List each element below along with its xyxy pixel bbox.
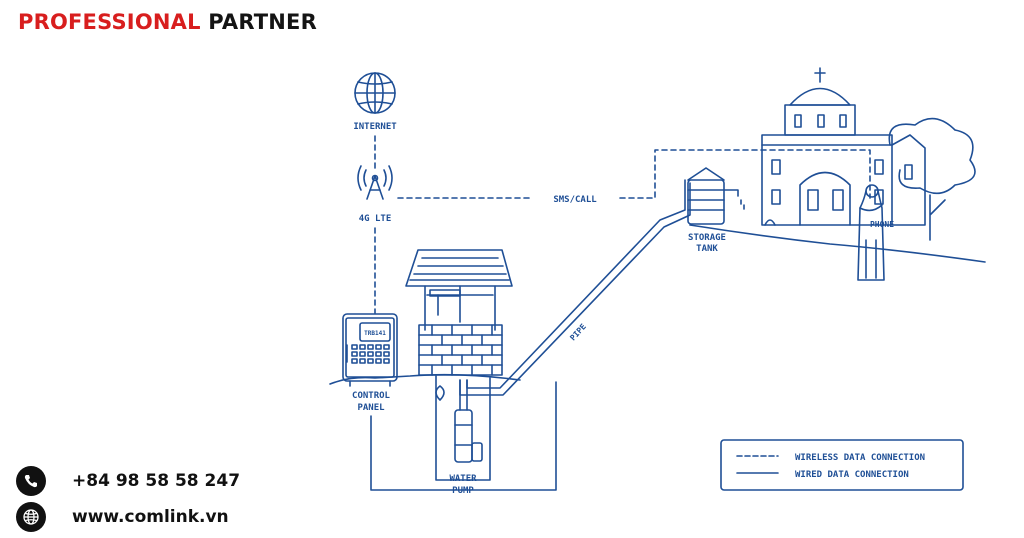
lte-tower-icon <box>357 165 393 200</box>
contact-website-row: www.comlink.vn <box>16 502 229 532</box>
pipe-label: PIPE <box>568 322 588 342</box>
internet-globe-icon <box>354 72 396 114</box>
well-icon <box>405 249 513 376</box>
contact-website-link[interactable]: www.comlink.vn <box>72 507 229 527</box>
ground-line <box>329 373 521 385</box>
legend-wired-label: WIRED DATA CONNECTION <box>795 470 909 480</box>
legend-box <box>720 439 964 491</box>
contact-phone-number[interactable]: +84 98 58 58 247 <box>72 471 241 491</box>
sms-call-label: SMS/CALL <box>553 195 597 205</box>
contact-phone-row: +84 98 58 58 247 <box>16 466 240 496</box>
wired-link-panel-pump <box>370 381 557 491</box>
wireless-link-sms-call <box>397 149 871 199</box>
control-panel-label-2: PANEL <box>357 403 385 413</box>
brand-title: PROFESSIONAL PARTNER <box>18 10 317 34</box>
device-label: TRB141 <box>364 330 386 337</box>
internet-label: INTERNET <box>353 122 397 132</box>
water-pump-label-1: WATER <box>449 474 477 484</box>
storage-tank-icon <box>687 167 745 225</box>
legend-wireless-label: WIRELESS DATA CONNECTION <box>795 453 925 463</box>
water-pump-icon <box>435 379 483 463</box>
ground-line-right <box>689 224 986 263</box>
storage-tank-label-1: STORAGE <box>688 233 726 243</box>
phone-label: PHONE <box>870 220 894 229</box>
control-panel-label-1: CONTROL <box>352 391 391 401</box>
well-shaft <box>435 375 491 481</box>
globe-icon <box>16 502 46 532</box>
storage-tank-label-2: TANK <box>696 244 718 254</box>
brand-title-part1: PROFESSIONAL <box>18 10 201 34</box>
control-panel-box <box>342 313 398 387</box>
water-pump-label-2: PUMP <box>452 486 474 496</box>
church-icon <box>761 67 926 226</box>
tree-icon <box>888 117 976 241</box>
lte-label: 4G LTE <box>359 214 392 224</box>
monk-icon <box>857 184 885 281</box>
brand-title-part2: PARTNER <box>208 10 317 34</box>
phone-icon <box>16 466 46 496</box>
